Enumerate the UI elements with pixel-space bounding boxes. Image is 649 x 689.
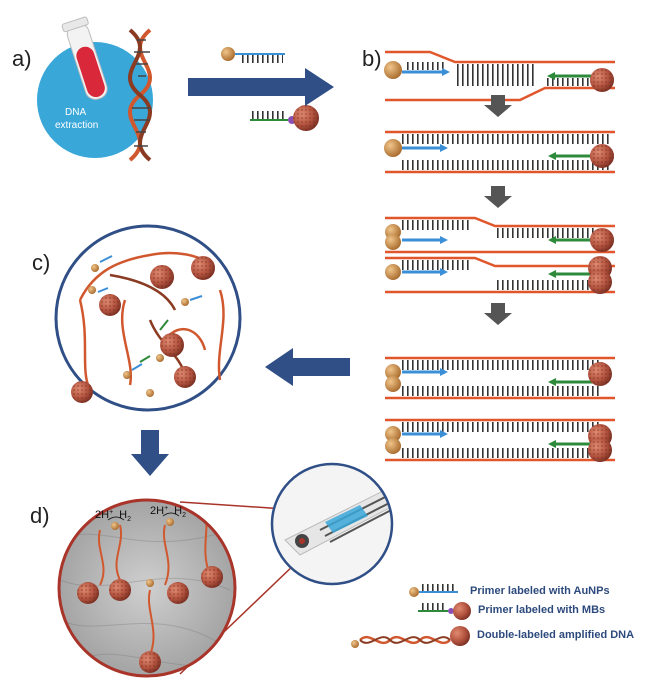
pcr-step-1 [384, 50, 615, 102]
dna-helix-icon [128, 28, 152, 162]
legend-aunp-primer-icon [409, 584, 458, 597]
amplified-dna-mixture [54, 224, 242, 412]
electrode-surface-circle [57, 498, 237, 678]
extraction-label-line1: DNA [65, 107, 86, 118]
step-arrow-3 [484, 303, 512, 325]
step-arrow-1 [484, 95, 512, 117]
dna-extraction-illustration: DNA extraction [37, 16, 153, 162]
pcr-step-2 [384, 130, 615, 174]
test-tube-icon [61, 16, 108, 100]
electrode-zoom: 2H+H2 2H+H2 [57, 498, 321, 678]
extraction-circle [37, 42, 153, 158]
pcr-step-4 [385, 356, 615, 462]
reaction-label-2: 2H+H2 [150, 505, 186, 519]
legend-item-aunp: Primer labeled with AuNPs [470, 585, 610, 597]
electrode-chip-circle [270, 462, 394, 586]
panel-label-a: a) [12, 46, 32, 71]
step-arrow-2 [484, 186, 512, 208]
aunp-primer-icon [221, 47, 285, 63]
screen-printed-electrode [270, 462, 394, 586]
arrow-a-to-b [188, 68, 334, 106]
arrow-c-to-d [131, 430, 169, 476]
panel-label-d: d) [30, 503, 50, 528]
panel-label-c: c) [32, 250, 51, 275]
reaction-label-1: 2H+H2 [95, 509, 131, 523]
legend-item-mb: Primer labeled with MBs [478, 604, 606, 616]
legend-item-double-labeled: Double-labeled amplified DNA [477, 629, 635, 641]
arrow-b-to-c [265, 348, 350, 386]
pcr-step-3 [385, 216, 615, 294]
mb-primer-icon [250, 105, 319, 131]
legend-double-labeled-icon [351, 626, 470, 648]
panel-label-b: b) [362, 46, 382, 71]
legend-mb-primer-icon [418, 602, 471, 620]
extraction-label-line2: extraction [55, 120, 98, 131]
